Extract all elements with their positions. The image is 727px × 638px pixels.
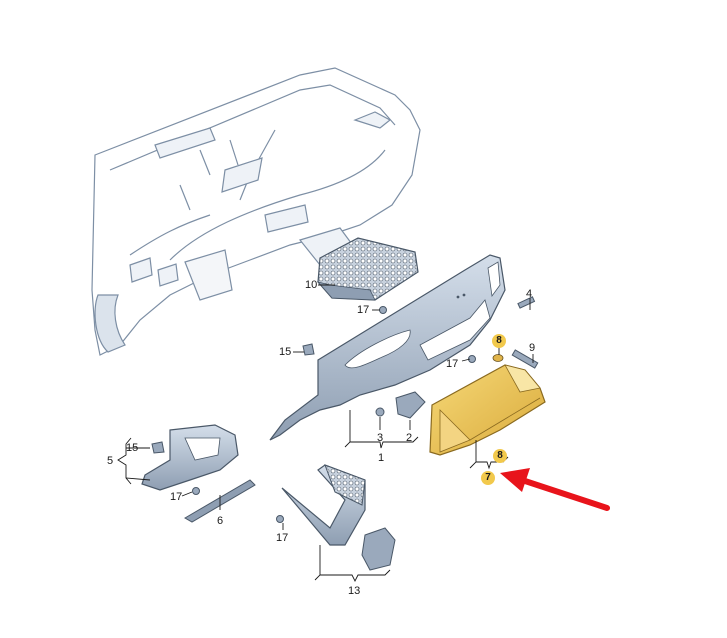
part-2	[395, 391, 426, 419]
callout-1: 1	[378, 452, 385, 464]
lower-dash-trim-part-1	[269, 254, 506, 441]
callout-17c: 17	[170, 491, 183, 503]
callout-6: 6	[217, 515, 224, 527]
clip-part-8	[492, 354, 504, 362]
part-3	[375, 407, 385, 417]
callout-8-bottom: 8	[493, 449, 507, 463]
callout-10: 10	[305, 279, 318, 291]
callout-4: 4	[526, 288, 533, 300]
callout-15a: 15	[279, 346, 292, 358]
screw-17c	[192, 487, 200, 495]
red-arrow-annotation	[500, 468, 610, 511]
screw-17d	[276, 515, 284, 523]
callout-17a: 17	[357, 304, 370, 316]
clip-15b	[151, 441, 165, 454]
glove-box-part-7	[429, 364, 546, 456]
callout-7: 7	[481, 471, 495, 485]
callout-17d: 17	[276, 532, 289, 544]
callout-17b: 17	[446, 358, 459, 370]
clip-15a	[302, 343, 315, 356]
knee-trim-part-5	[141, 424, 239, 491]
callout-9: 9	[529, 342, 536, 354]
callout-5: 5	[107, 455, 114, 467]
speaker-grille-part-10	[316, 237, 419, 301]
callout-2: 2	[406, 432, 413, 444]
callout-13: 13	[348, 585, 361, 597]
callout-3: 3	[377, 432, 384, 444]
screw-17a	[379, 306, 387, 314]
callout-8-top: 8	[492, 334, 506, 348]
part-9	[511, 349, 539, 369]
leader-lines	[117, 284, 534, 583]
callout-15b: 15	[126, 442, 139, 454]
dashboard-frame	[91, 67, 421, 356]
console-trim-part-13	[281, 464, 396, 571]
